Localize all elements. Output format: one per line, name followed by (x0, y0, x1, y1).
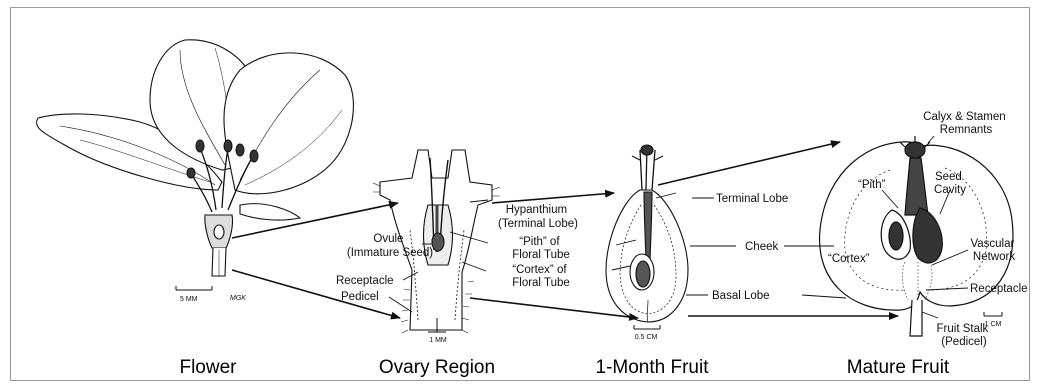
label-pith-floral-tube: “Pith” of Floral Tube (512, 236, 570, 261)
mature-scale-bar (984, 312, 1002, 316)
flower-scale-bar (176, 286, 212, 290)
one-month-fruit-drawing (606, 145, 688, 322)
caption-mature-fruit: Mature Fruit (847, 357, 950, 378)
label-cortex: “Cortex” (828, 253, 870, 265)
label-cheek: Cheek (745, 241, 778, 253)
label-calyx-stamen-remnants: Calyx & Stamen Remnants (923, 111, 1009, 136)
label-terminal-lobe: Terminal Lobe (716, 193, 788, 205)
flower-scale-label: 5 MM (180, 296, 198, 303)
label-basal-lobe: Basal Lobe (712, 290, 770, 302)
label-pedicel: Pedicel (341, 291, 379, 303)
month-scale-bar (634, 325, 660, 329)
label-seed-cavity: Seed Cavity (934, 171, 966, 196)
label-cortex-floral-tube: “Cortex” of Floral Tube (512, 264, 570, 289)
stage-arrows (232, 142, 898, 318)
label-pith: “Pith” (858, 179, 886, 191)
label-receptacle-mature: Receptacle (970, 283, 1028, 295)
month-scale-label: 0.5 CM (635, 334, 658, 341)
caption-flower: Flower (179, 357, 237, 378)
label-vascular-network: Vascular Network (970, 238, 1017, 263)
label-receptacle: Receptacle (336, 275, 394, 287)
mature-fruit-drawing (820, 136, 1013, 336)
artist-signature: MGK (230, 295, 246, 302)
arrow-month-to-mature-top (658, 142, 840, 185)
caption-one-month-fruit: 1-Month Fruit (596, 357, 710, 378)
label-fruit-stalk: Fruit Stalk (Pedicel) (937, 323, 992, 348)
flower-drawing (37, 40, 354, 276)
arrow-ovary-to-month-bottom (470, 298, 638, 318)
ovary-scale-label: 1 MM (429, 337, 447, 344)
label-hypanthium: Hypanthium (Terminal Lobe) (498, 204, 578, 230)
caption-ovary-region: Ovary Region (379, 357, 495, 378)
arrow-ovary-to-month-top (492, 193, 614, 203)
